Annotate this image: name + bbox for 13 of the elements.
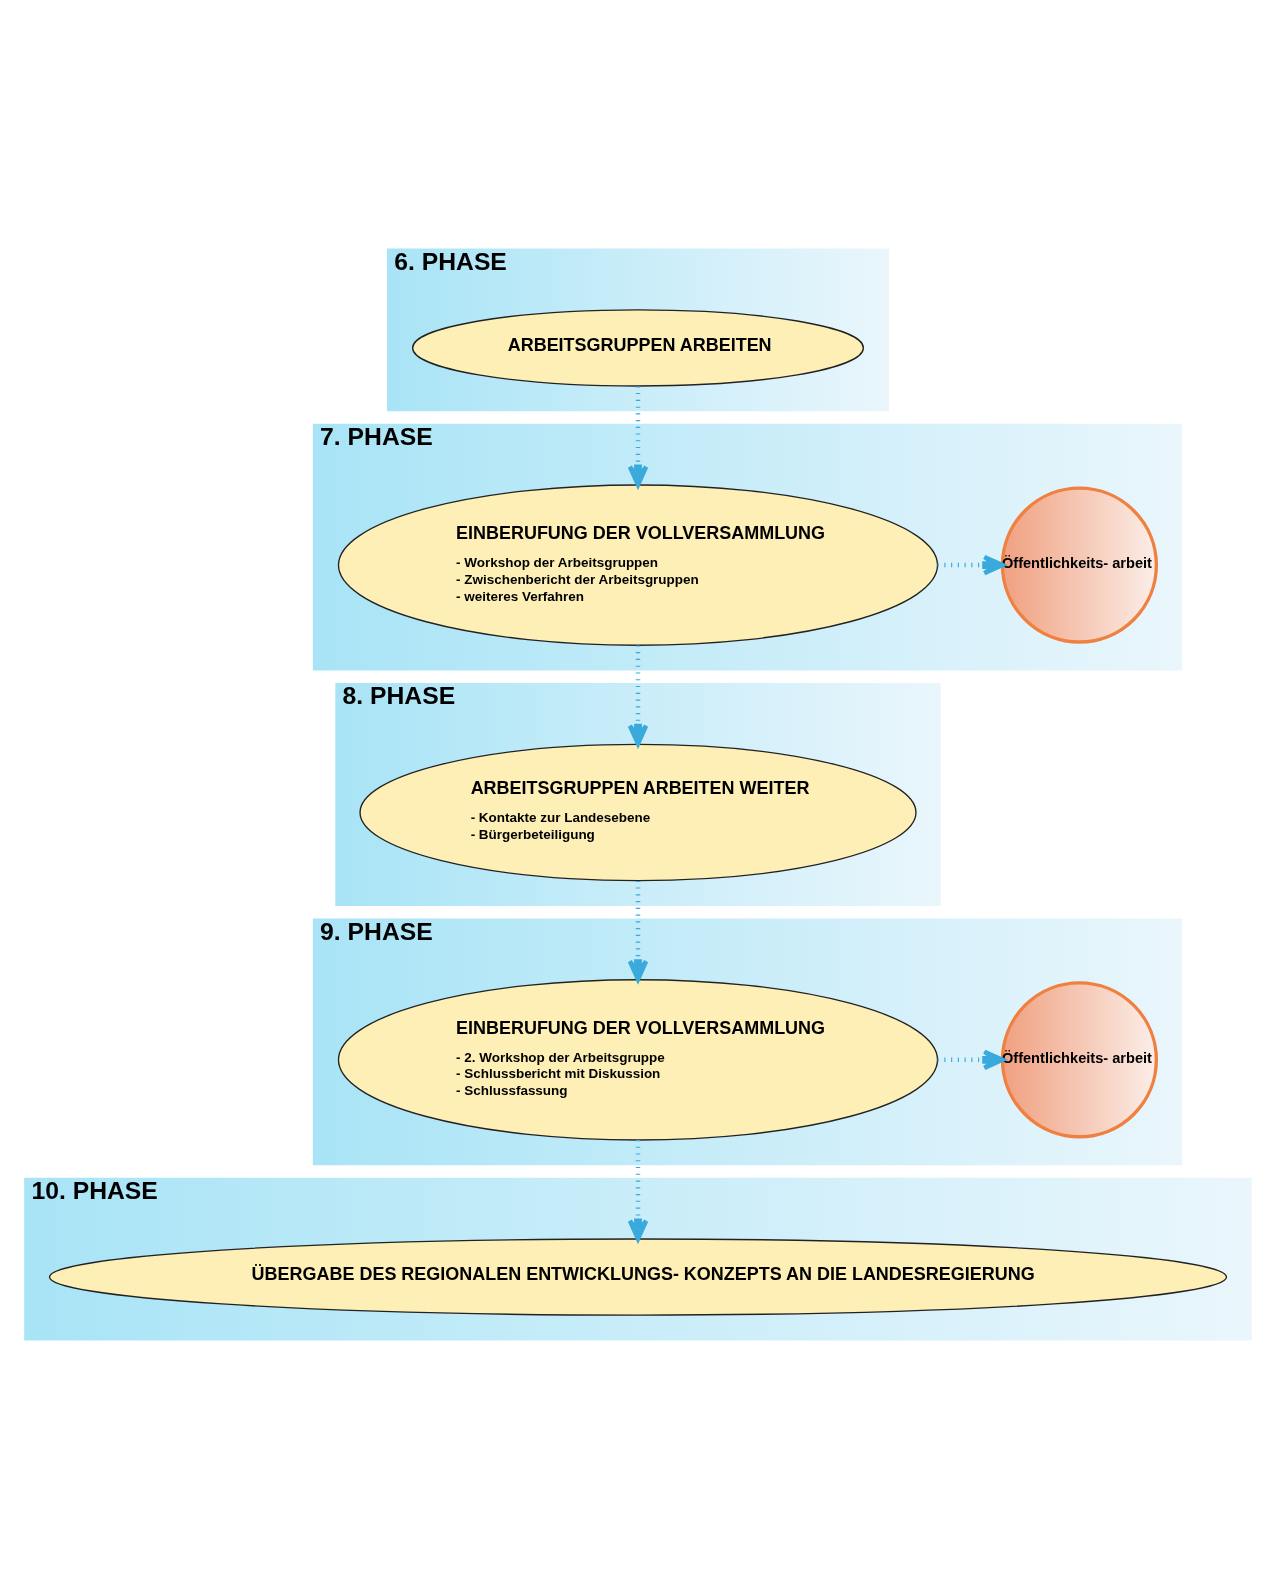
node-ellipse: ARBEITSGRUPPEN ARBEITEN WEITER - Kontakte zur Landesebene - Bürgerbeteiligung [358, 743, 917, 882]
node-circle: Öffentlichkeits- arbeit [1000, 981, 1158, 1139]
node-ellipse: EINBERUFUNG DER VOLLVERSAMMLUNG - 2. Workshop der Arbeitsgruppe - Schlussbericht mit Diskussion - Schlussfassung [337, 979, 938, 1141]
arrow [937, 1049, 1005, 1071]
arrow [627, 1140, 648, 1241]
arrow [627, 645, 648, 747]
arrow [627, 880, 648, 982]
node-circle: Öffentlichkeits- arbeit [1000, 486, 1158, 644]
node-ellipse: ÜBERGABE DES REGIONALEN ENTWICKLUNGS- KONZEPTS AN DIE LANDESREGIERUNG [48, 1238, 1227, 1316]
arrow [627, 386, 648, 487]
node-ellipse: EINBERUFUNG DER VOLLVERSAMMLUNG - Workshop der Arbeitsgruppen - Zwischenbericht der Arbeitsgruppen - weiteres Verfahren [337, 484, 938, 646]
arrow [937, 554, 1005, 576]
node-ellipse: ARBEITSGRUPPEN ARBEITEN [411, 309, 864, 387]
